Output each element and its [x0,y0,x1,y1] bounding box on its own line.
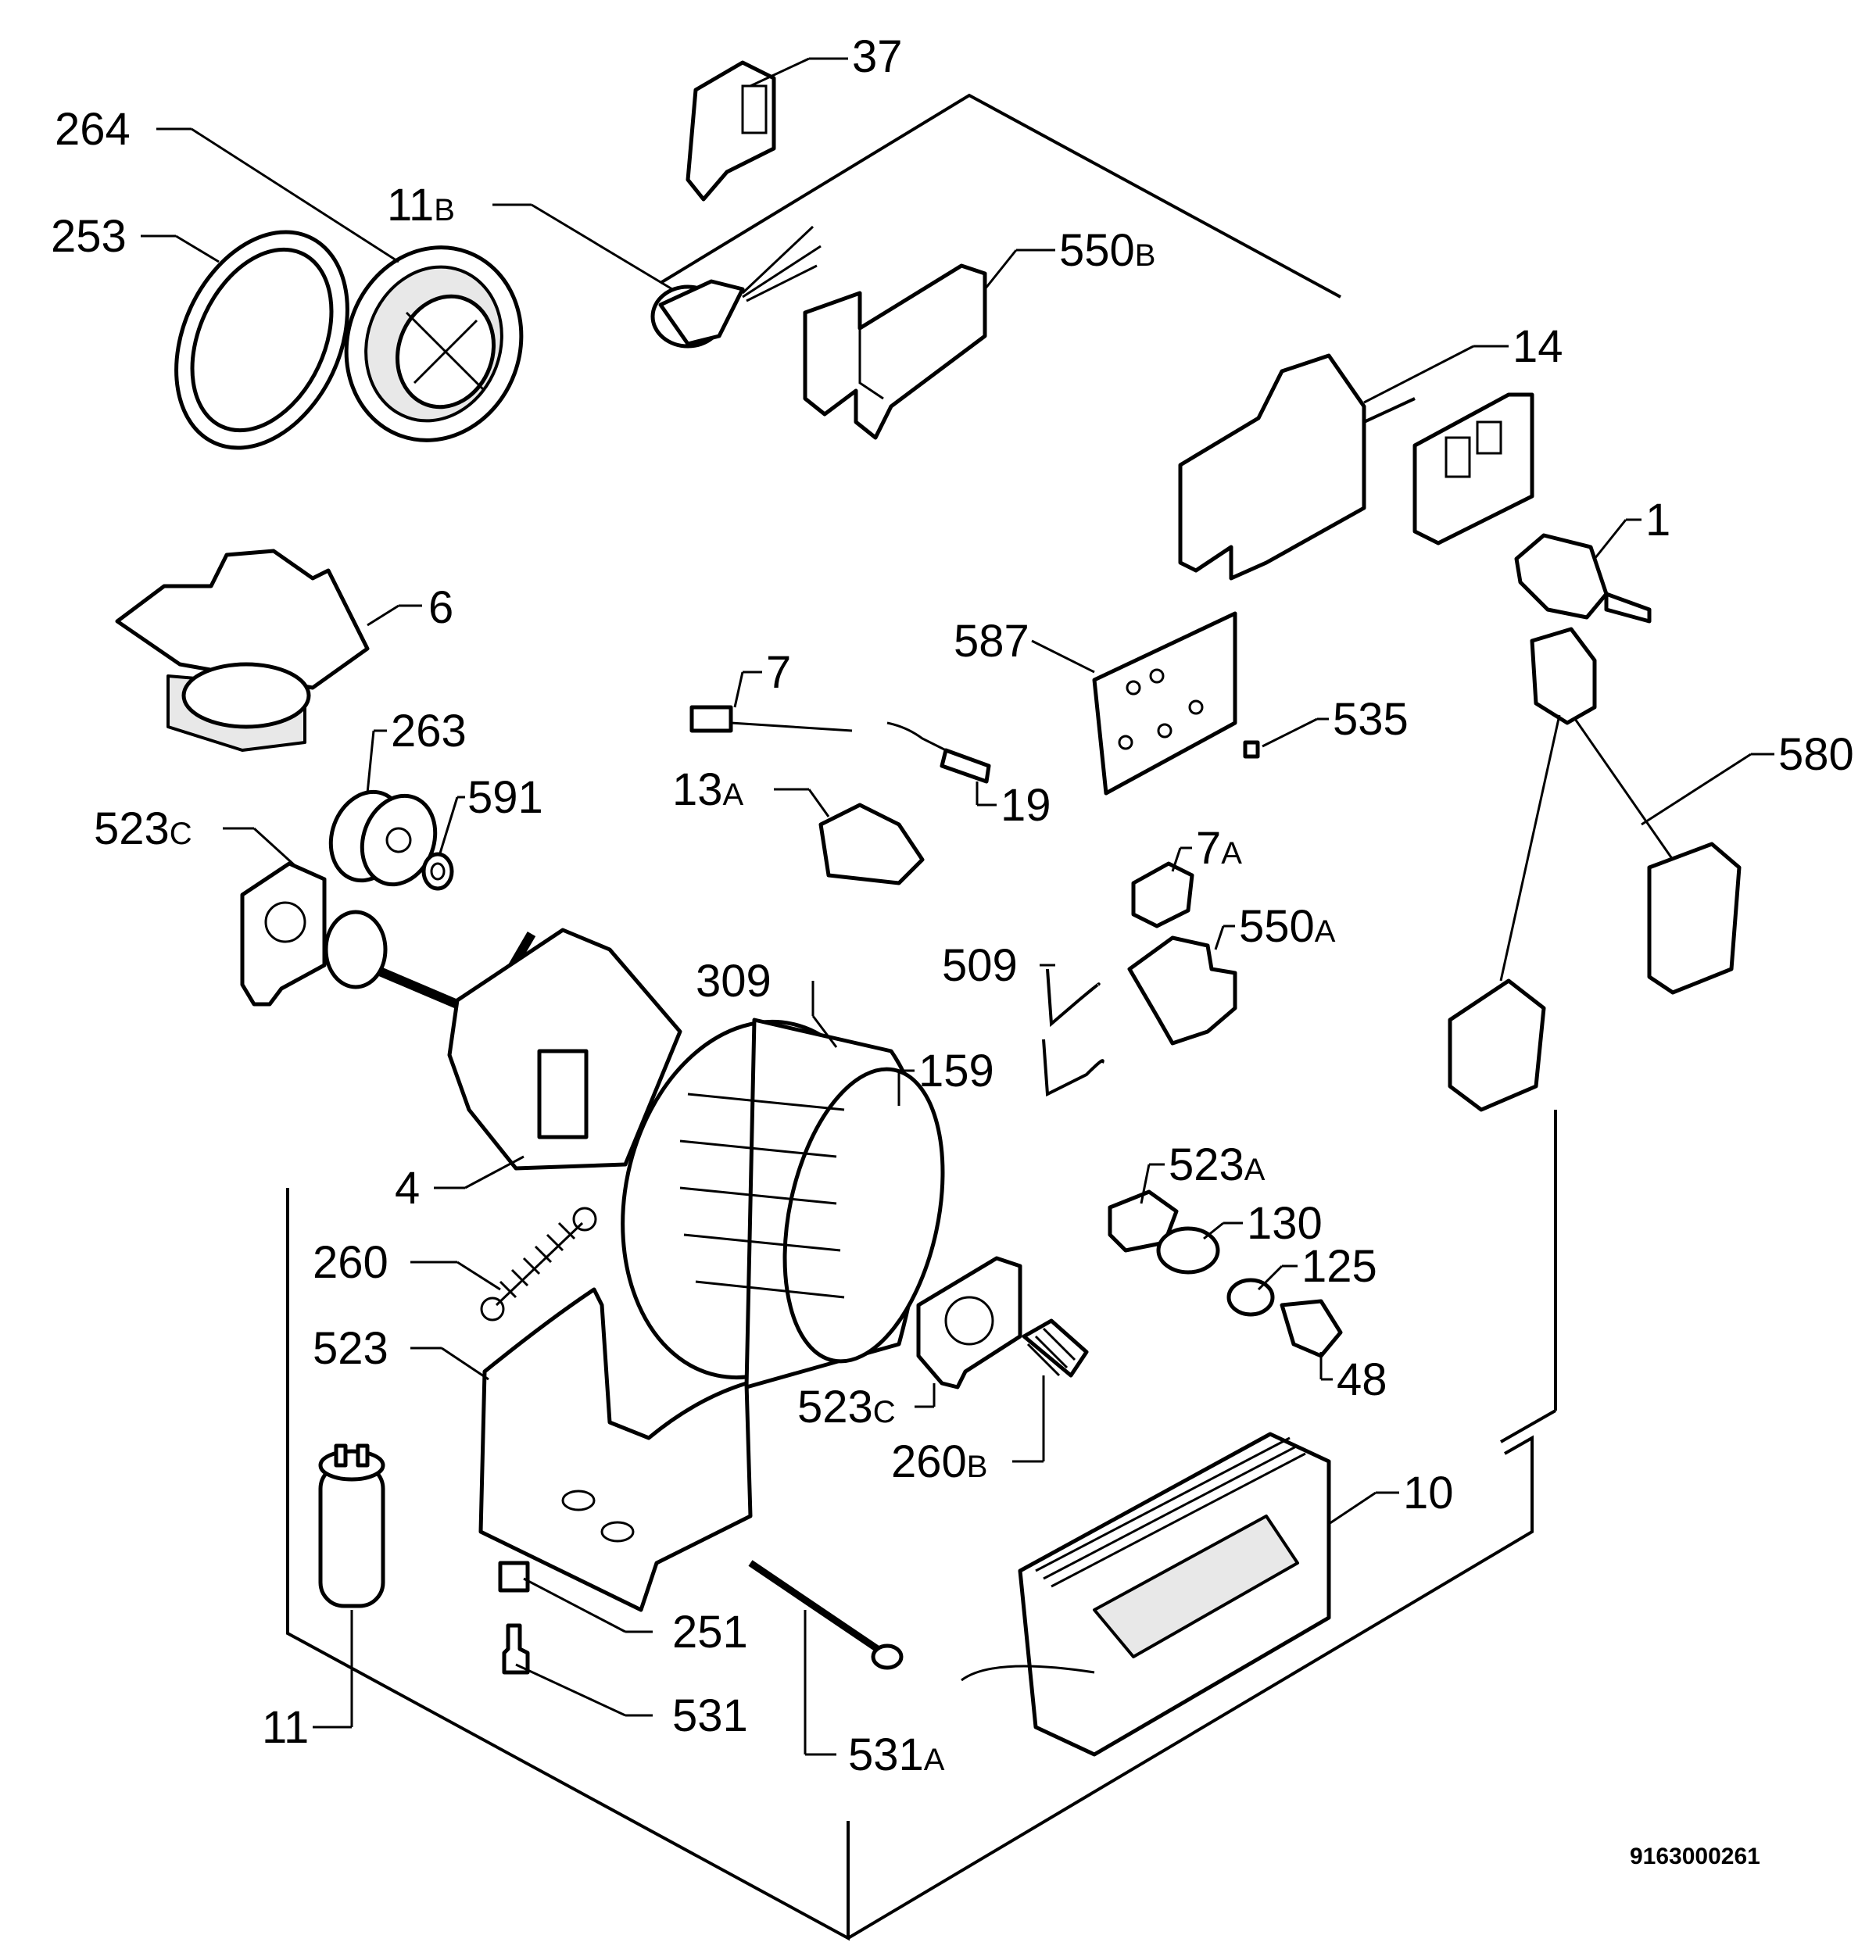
leader-lines [141,57,1774,1756]
label-523a: 523A [1169,1139,1266,1190]
plug-13a [818,803,925,885]
pulley-263 [328,789,438,887]
label-587: 587 [954,616,1029,667]
label-591: 591 [467,772,543,823]
label-4: 4 [395,1163,420,1214]
label-37: 37 [852,31,903,82]
control-module-14 [1178,353,1534,581]
label-19: 19 [1001,780,1051,831]
label-125: 125 [1301,1241,1377,1292]
sensor-580 [1448,627,1742,1112]
clip-535 [1243,740,1260,759]
label-550a: 550A [1239,901,1336,952]
duct-550b [803,263,987,440]
capacitor-11 [318,1443,385,1608]
heater-10 [961,1432,1331,1757]
belt-253 [174,230,349,450]
diagram-code: 9163000261 [1630,1844,1760,1869]
label-263: 263 [391,706,467,756]
label-535: 535 [1333,694,1409,745]
bracket-523c-left [240,861,327,1007]
label-14: 14 [1513,321,1563,372]
cradle-523 [478,1287,753,1612]
washer-591 [421,852,454,891]
spring-260b [1022,1318,1089,1378]
switch-1 [1514,533,1652,624]
label-11b: 11B [387,180,455,231]
microswitch-7a [1131,861,1194,928]
label-7: 7 [766,647,791,698]
label-48: 48 [1337,1354,1387,1405]
label-309: 309 [696,956,772,1007]
bearing-set [1108,1189,1343,1358]
pump-6 [115,549,370,752]
label-6: 6 [428,582,453,633]
frame-outline [286,93,1557,1941]
label-253: 253 [51,211,127,262]
label-260b: 260B [891,1436,987,1487]
connector-37 [686,60,776,202]
holder-550a [1127,935,1237,1046]
fan-wheel-264 [344,245,524,442]
part-labels: 37 264 11B 253 550B 14 1 6 587 7 263 591… [51,31,1854,1869]
label-1: 1 [1645,495,1670,545]
capacitor-11b [650,225,822,349]
blower-drum-159 [621,1018,945,1390]
label-550b: 550B [1059,225,1155,276]
label-264: 264 [55,104,131,155]
label-531: 531 [672,1690,748,1741]
fasteners [498,1560,904,1675]
label-10: 10 [1403,1468,1454,1518]
label-7a: 7A [1196,823,1242,874]
bracket-523c-right [916,1256,1022,1390]
label-580: 580 [1778,729,1854,780]
label-523c-1: 523C [94,803,192,854]
label-130: 130 [1247,1198,1323,1249]
wire-509 [1042,968,1104,1097]
spring-260 [480,1207,597,1322]
label-260: 260 [313,1237,388,1288]
label-13a: 13A [672,764,744,815]
label-523: 523 [313,1323,388,1374]
sensor-19 [886,721,991,784]
pcb-587 [1092,611,1237,796]
motor-4 [324,910,682,1171]
label-509: 509 [942,940,1018,991]
label-251: 251 [672,1607,748,1658]
label-523c-2: 523C [797,1382,896,1432]
microswitch-7 [689,705,853,733]
label-531a: 531A [848,1729,945,1780]
label-159: 159 [918,1046,994,1096]
label-11: 11 [262,1702,309,1753]
